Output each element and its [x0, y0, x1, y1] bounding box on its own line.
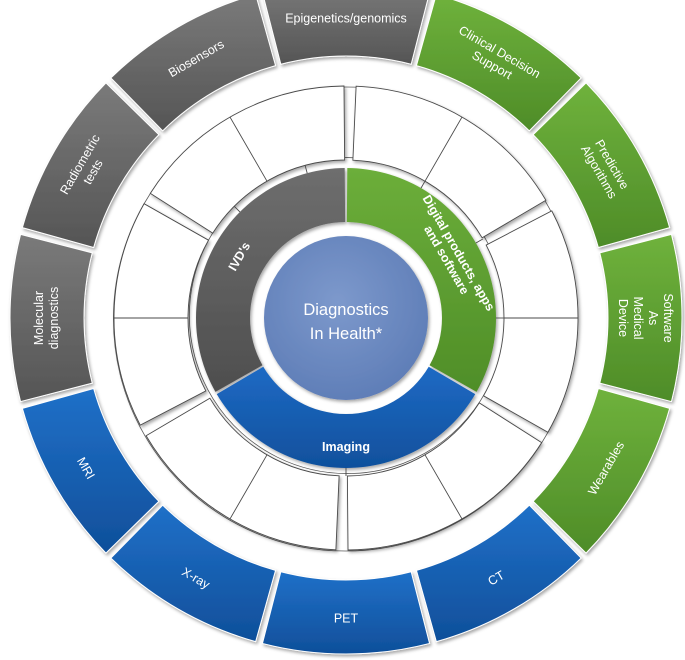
outer-segment-molecular: [9, 233, 93, 403]
outer-label-epigenetics-line1: Epigenetics/genomics: [285, 12, 407, 26]
white-ring-block-3: [482, 210, 579, 433]
white-ring-block-5: [145, 397, 340, 551]
outer-label-molecular-line2: diagnostics: [47, 287, 61, 350]
outer-segment-pet: [261, 571, 431, 655]
white-ring-divider: [229, 116, 268, 182]
category-connector: [304, 165, 308, 174]
category-sector-imaging: [216, 366, 476, 468]
outer-segment-biosensors: [110, 0, 277, 132]
outer-segment-predictive: [532, 82, 671, 249]
white-ring-divider: [424, 454, 463, 520]
outer-segment-samd: [599, 233, 683, 403]
category-connector: [233, 205, 241, 213]
category-connector: [475, 238, 484, 244]
outer-segment-clinical: [415, 0, 582, 132]
category-ring: [196, 165, 504, 476]
white-ring-block-4: [346, 402, 543, 551]
outer-segment-xray: [110, 504, 277, 643]
category-connector: [420, 180, 426, 189]
outer-segment-radiometric: [21, 82, 160, 249]
white-connector-ring: [113, 85, 579, 552]
center-title-line2: In Health*: [310, 325, 383, 343]
white-ring-divider: [229, 454, 268, 520]
outer-label-epigenetics: Epigenetics/genomics: [285, 12, 407, 26]
outer-label-samd-line1: Software: [661, 293, 675, 342]
outer-segment-wearables: [532, 387, 671, 554]
white-ring-block-2: [352, 85, 547, 239]
outer-segment-ct: [415, 504, 582, 643]
outer-label-pet: PET: [334, 612, 359, 626]
outer-label-molecular-line1: Molecular: [32, 291, 46, 345]
white-ring-block-6: [113, 203, 210, 426]
center-title-line1: Diagnostics: [303, 301, 388, 319]
outer-segment-mri: [21, 387, 160, 554]
white-ring-divider: [424, 116, 463, 182]
center-circle: [264, 236, 428, 400]
outer-label-samd-line4: Device: [616, 299, 630, 337]
outer-segment-epigenetics: [263, 0, 429, 65]
category-sector-digital: [346, 168, 496, 392]
category-label-imaging: Imaging: [322, 440, 370, 454]
center-hub: Diagnostics In Health*: [264, 236, 428, 400]
outer-label-pet-line1: PET: [334, 612, 359, 626]
outer-ring: [9, 0, 683, 655]
category-sector-ivd: [196, 168, 346, 392]
white-ring-block-1: [149, 85, 346, 234]
outer-label-samd-line3: Medical: [631, 296, 645, 339]
outer-label-samd-line2: As: [646, 311, 660, 326]
